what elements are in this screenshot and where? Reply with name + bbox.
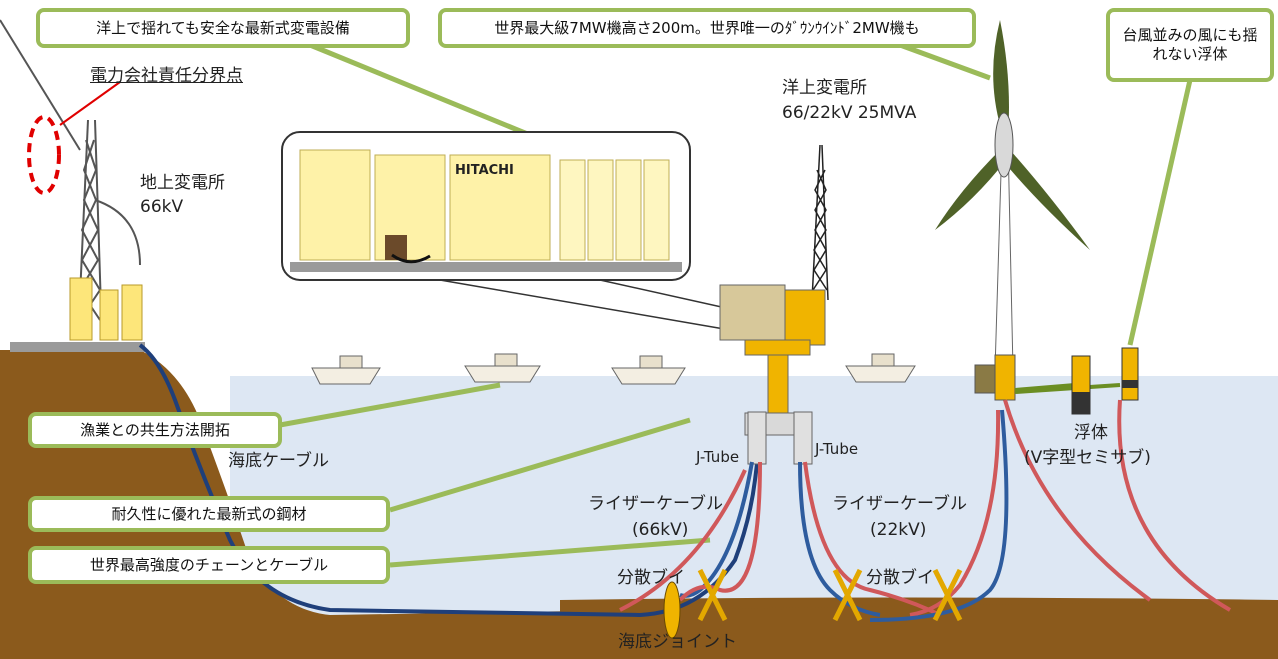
callout-fishery: 漁業との共生方法開拓	[28, 412, 282, 448]
wind-turbine-icon	[935, 20, 1121, 401]
offshore-substation-name: 洋上変電所	[782, 78, 867, 98]
riser-voltage-a-label: (66kV)	[632, 520, 689, 540]
buoy-b-label: 分散ブイ	[866, 568, 934, 588]
land-substation-voltage: 66kV	[140, 197, 184, 217]
riser-cable-b-label: ライザーケーブル	[832, 494, 967, 514]
hitachi-logo: HITACHI	[455, 163, 514, 178]
jtube-right-label: J-Tube	[815, 440, 859, 458]
callout-turbine: 世界最大級7MW機高さ200m。世界唯一のﾀﾞｳﾝｳｲﾝﾄﾞ2MW機も	[438, 8, 976, 48]
buoy-icon	[697, 568, 963, 622]
callout-chain: 世界最高強度のチェーンとケーブル	[28, 546, 390, 584]
subsea-cable	[138, 343, 762, 618]
callout-steel: 耐久性に優れた最新式の鋼材	[28, 496, 390, 532]
riser-voltage-b-label: (22kV)	[870, 520, 927, 540]
jtube-left-label: J-Tube	[696, 448, 740, 466]
subsea-cable-label: 海底ケーブル	[228, 451, 329, 471]
offshore-substation	[719, 144, 829, 465]
boat-icon	[311, 353, 916, 385]
floater-icon	[1071, 347, 1139, 415]
riser-cable-a-label: ライザーケーブル	[588, 494, 723, 514]
substation-detail-bubble	[281, 131, 736, 331]
riser-cables	[619, 399, 1232, 622]
buoy-a-label: 分散ブイ	[617, 568, 685, 588]
boundary-point-label: 電力会社責任分界点	[90, 66, 243, 86]
floater-name-label: 浮体	[1074, 423, 1108, 443]
land-mass	[0, 350, 1278, 659]
boundary-arrow	[59, 81, 121, 126]
land-substation-name: 地上変電所	[140, 173, 225, 193]
land-substation-equipment	[69, 277, 143, 341]
boundary-marker	[27, 115, 61, 195]
offshore-substation-rating: 66/22kV 25MVA	[782, 103, 917, 123]
callout-floater: 台風並みの風にも揺れない浮体	[1106, 8, 1274, 82]
subsea-joint-label: 海底ジョイント	[618, 632, 737, 652]
land-platform	[10, 342, 145, 352]
floater-type-label: (V字型セミサブ)	[1024, 448, 1151, 468]
callout-connectors	[279, 42, 1193, 568]
subsea-joint-icon	[663, 581, 681, 639]
callout-substation-equipment: 洋上で揺れても安全な最新式変電設備	[36, 8, 410, 48]
